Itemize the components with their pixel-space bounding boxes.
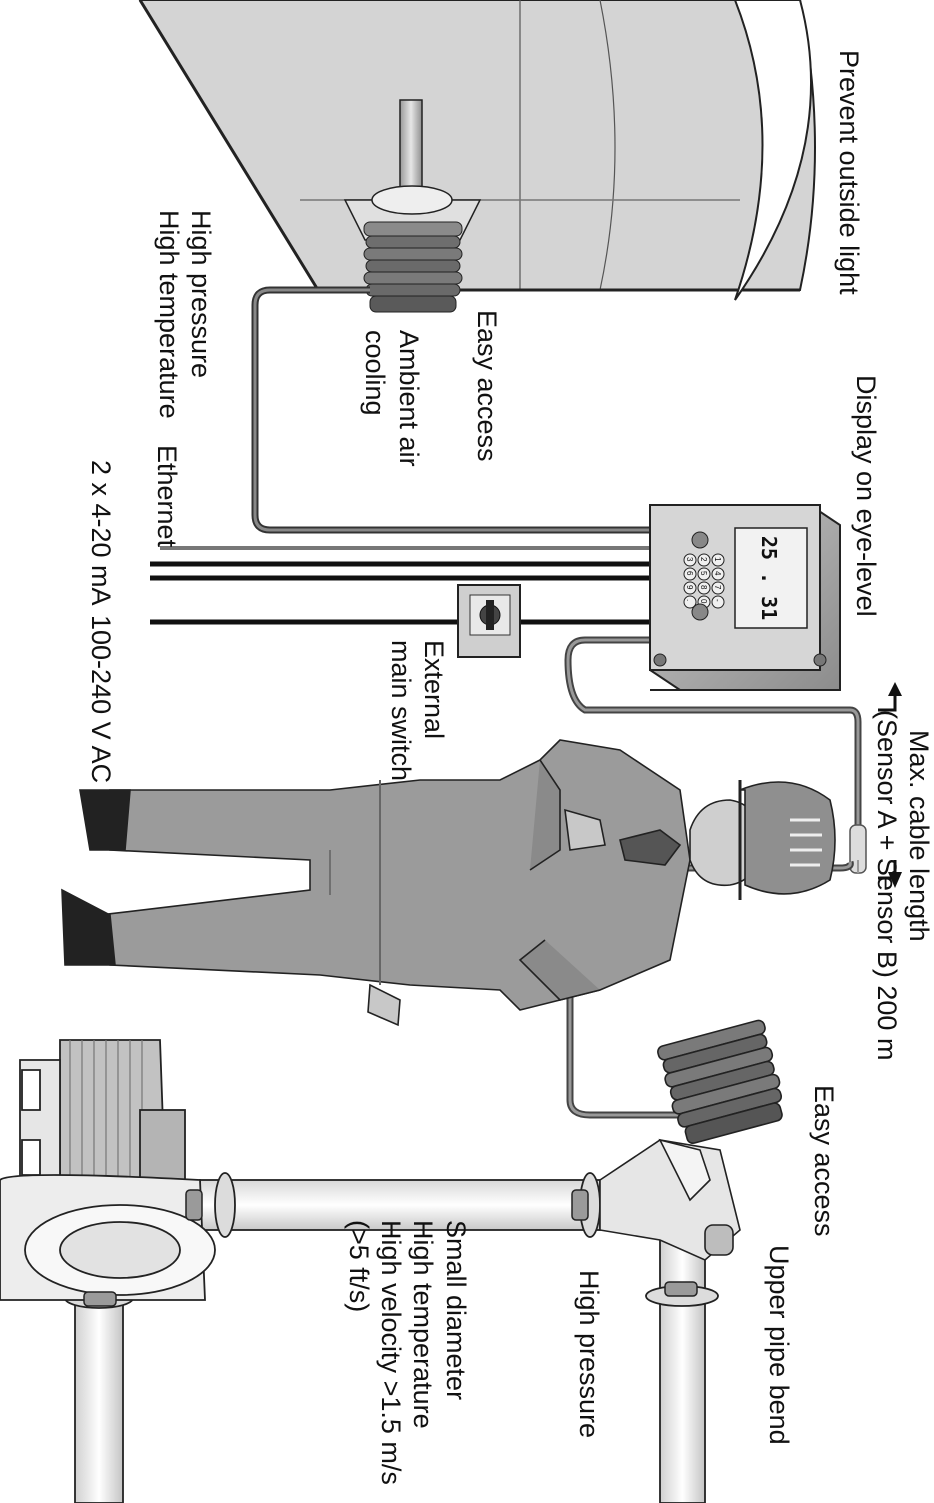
keypad-key-label: 0 [699, 599, 708, 604]
cables [150, 286, 867, 1119]
pump-motor [0, 1039, 216, 1301]
transmitter: 25 . 31 123 456 789 - 0. [649, 504, 841, 691]
keypad-key [711, 567, 725, 581]
label-switch-2: main switch [386, 640, 416, 781]
label-tank-high-pressure: High pressure [186, 210, 216, 378]
keypad-key-label: 7 [713, 585, 722, 590]
pipe-clamps [83, 1189, 698, 1307]
label-tank-high-temperature: High temperature [154, 210, 184, 419]
technician-figure [61, 739, 836, 1027]
label-ethernet: Ethernet [152, 445, 182, 548]
label-ma-outputs: 2 x 4-20 mA [86, 460, 116, 606]
tank-sensor [343, 99, 482, 313]
keypad: 123 456 789 - 0. [683, 553, 725, 609]
keypad-key [711, 581, 725, 595]
label-ambient-1: Ambient air [394, 330, 424, 467]
keypad-key-label: - [713, 599, 722, 602]
keypad-key-label: 8 [699, 585, 708, 590]
label-pipe-easy-access: Easy access [809, 1085, 839, 1237]
cable-length-arrows [878, 682, 902, 888]
display-reading: 25 . 31 [757, 536, 781, 620]
keypad-key-label: 5 [699, 571, 708, 576]
keypad-key-label: 3 [685, 557, 694, 562]
keypad-key [683, 581, 697, 595]
label-pipe-high-temperature: High temperature [408, 1220, 438, 1429]
keypad-key [683, 567, 697, 581]
label-power: 100-240 V AC [86, 615, 116, 783]
keypad-key-label: . [685, 599, 694, 601]
label-prevent-light: Prevent outside light [834, 50, 864, 295]
keypad-key-label: 4 [713, 571, 722, 576]
pipe-sensor [599, 1019, 783, 1261]
label-high-velocity: High velocity >1.5 m/s [376, 1220, 406, 1485]
label-display-eye-level: Display on eye-level [851, 375, 881, 617]
keypad-key-label: 9 [685, 585, 694, 590]
keypad-key [683, 595, 697, 609]
keypad-key [683, 553, 697, 567]
label-pipe-high-pressure: High pressure [574, 1270, 604, 1438]
external-main-switch [457, 584, 521, 658]
keypad-key-label: 2 [699, 557, 708, 562]
label-tank-easy-access: Easy access [472, 310, 502, 462]
label-cable-1: Max. cable length [904, 730, 934, 942]
keypad-key [711, 595, 725, 609]
keypad-key-label: 6 [685, 571, 694, 576]
label-upper-pipe-bend: Upper pipe bend [764, 1245, 794, 1445]
tank [138, 0, 816, 301]
keypad-key [711, 553, 725, 567]
keypad-key [697, 567, 711, 581]
keypad-key [697, 553, 711, 567]
label-small-diameter: Small diameter [441, 1220, 471, 1400]
label-switch-1: External [419, 640, 449, 739]
keypad-key-label: 1 [713, 557, 722, 562]
label-ambient-2: cooling [360, 330, 390, 416]
label-cable-2: (Sensor A + Sensor B) 200 m [872, 710, 902, 1060]
keypad-key [697, 581, 711, 595]
label-velocity-ft: (>5 ft/s) [344, 1220, 374, 1312]
